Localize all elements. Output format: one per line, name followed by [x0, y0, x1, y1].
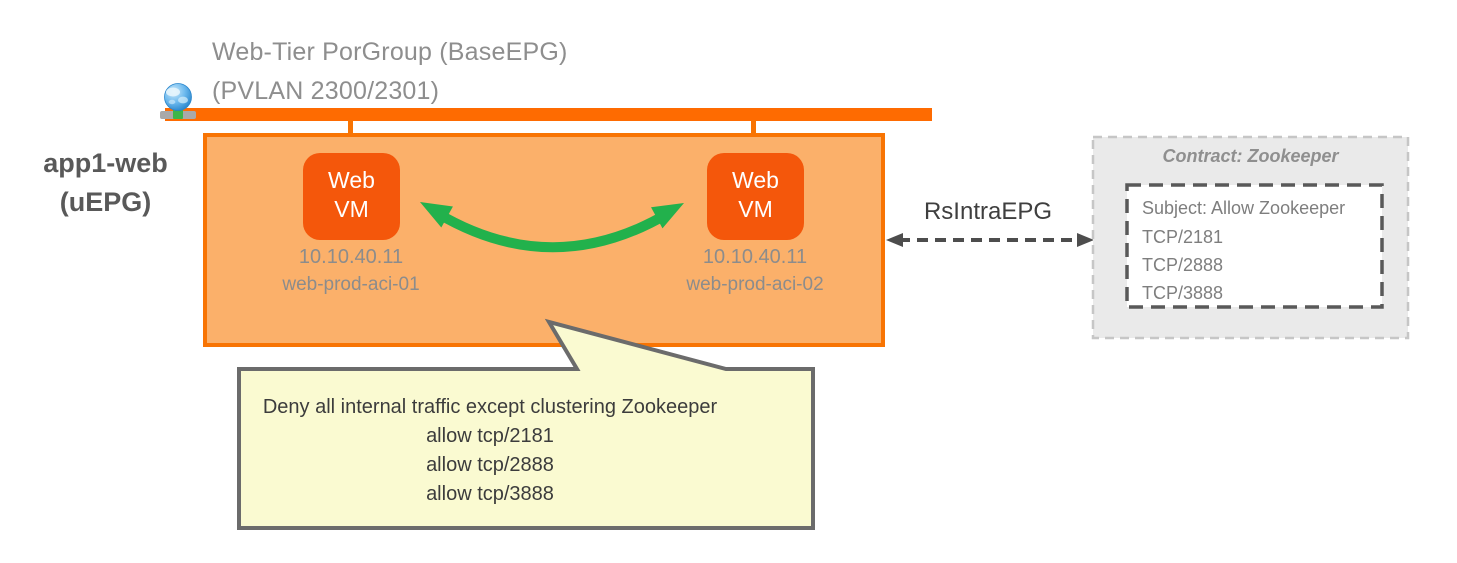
portgroup-bar	[165, 108, 932, 121]
contract-subject-label: Subject: Allow Zookeeper	[1142, 198, 1346, 218]
uepg-label: app1-web (uEPG)	[18, 144, 193, 222]
contract-subject-content: Subject: Allow Zookeeper TCP/2181 TCP/28…	[1142, 194, 1380, 307]
uepg-label-line2: (uEPG)	[59, 187, 152, 217]
vm2-hostname: web-prod-aci-02	[686, 274, 824, 295]
portgroup-label-line1: Web-Tier PorGroup (BaseEPG)	[212, 38, 568, 66]
portgroup-label-line2: (PVLAN 2300/2301)	[212, 77, 440, 105]
callout-rule-2: allow tcp/2888	[426, 454, 554, 476]
contract-title: Contract: Zookeeper	[1162, 146, 1339, 166]
vm1-name-line1: Web	[328, 167, 375, 193]
vm-node-1: Web VM	[303, 153, 400, 240]
contract-port-2: TCP/2888	[1142, 255, 1224, 275]
rsintraepg-label: RsIntraEPG	[923, 198, 1053, 225]
vm1-caption: 10.10.40.11 web-prod-aci-01	[251, 243, 451, 299]
vm1-name-line2: VM	[334, 196, 369, 222]
callout-text: Deny all internal traffic except cluster…	[245, 393, 735, 509]
vm2-ip: 10.10.40.11	[702, 246, 808, 268]
callout-rule-3: allow tcp/3888	[426, 483, 554, 505]
callout-line1: Deny all internal traffic except cluster…	[262, 396, 718, 418]
contract-port-1: TCP/2181	[1142, 227, 1224, 247]
vm2-caption: 10.10.40.11 web-prod-aci-02	[655, 243, 855, 299]
portgroup-label: Web-Tier PorGroup (BaseEPG) (PVLAN 2300/…	[212, 33, 568, 111]
callout-rule-1: allow tcp/2181	[426, 425, 554, 447]
vm2-name-line2: VM	[738, 196, 773, 222]
vm2-name-line1: Web	[732, 167, 779, 193]
vm-node-2: Web VM	[707, 153, 804, 240]
vm1-hostname: web-prod-aci-01	[282, 274, 420, 295]
vm1-ip: 10.10.40.11	[298, 246, 404, 268]
rsintraepg-arrow	[886, 233, 1094, 247]
uepg-label-line1: app1-web	[43, 148, 168, 178]
contract-port-3: TCP/3888	[1142, 283, 1224, 303]
